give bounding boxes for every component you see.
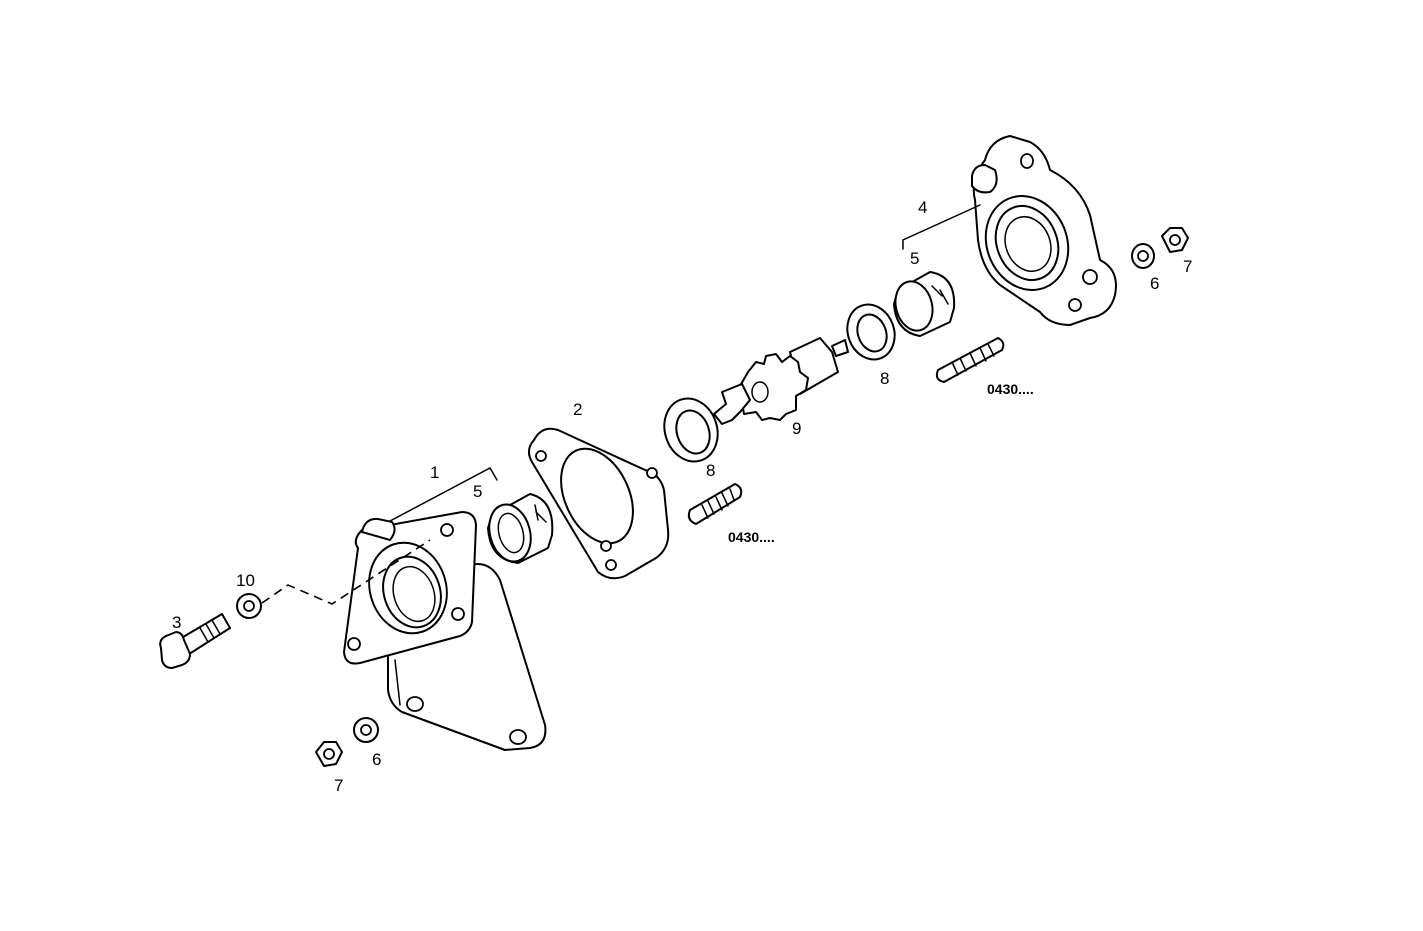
bushing-front xyxy=(487,493,554,564)
front-housing xyxy=(343,511,547,751)
stud-rear xyxy=(935,337,1005,383)
stud-front xyxy=(687,483,743,525)
gasket xyxy=(528,427,670,580)
seal-front xyxy=(663,397,719,463)
label-gasket: 2 xyxy=(573,400,582,419)
label-washer-bolt: 10 xyxy=(236,571,255,590)
gear-shaft xyxy=(713,337,849,425)
label-bushing-rear: 5 xyxy=(910,249,919,268)
label-washer-right: 6 xyxy=(1150,274,1159,293)
washer-bolt xyxy=(236,593,262,619)
label-housing-rear: 4 xyxy=(918,198,927,217)
rear-flange-hole-bottom xyxy=(1068,298,1082,312)
label-seal-rear: 8 xyxy=(880,369,889,388)
washer-right xyxy=(1131,243,1155,269)
label-seal-front: 8 xyxy=(706,461,715,480)
label-nut-right: 7 xyxy=(1183,257,1192,276)
flange-hole-top xyxy=(440,523,454,537)
seal-rear xyxy=(846,303,896,361)
label-stud-front: 0430.... xyxy=(728,529,775,545)
rear-flange-hole-right xyxy=(1082,269,1098,285)
label-housing-front: 1 xyxy=(430,463,439,482)
bolt xyxy=(159,613,231,669)
bracket-part-1 xyxy=(389,467,498,522)
flange-hole-left xyxy=(347,637,361,651)
label-washer-bottom: 6 xyxy=(372,750,381,769)
plate-hole-left xyxy=(406,696,424,712)
label-bushing-front: 5 xyxy=(473,482,482,501)
washer-bottom xyxy=(353,717,379,743)
rear-housing xyxy=(971,135,1117,326)
assembly-axis-line xyxy=(261,539,431,605)
label-gear-shaft: 9 xyxy=(792,419,801,438)
label-bolt: 3 xyxy=(172,613,181,632)
label-nut-bottom: 7 xyxy=(334,776,343,795)
plate-hole-right xyxy=(509,729,527,745)
rear-flange-hole-top xyxy=(1020,153,1034,169)
label-stud-rear: 0430.... xyxy=(987,381,1034,397)
bracket-part-4 xyxy=(902,204,981,250)
nut-right xyxy=(1161,227,1189,253)
bushing-rear xyxy=(893,271,956,337)
nut-bottom xyxy=(315,741,343,767)
flange-hole-right xyxy=(451,607,465,621)
